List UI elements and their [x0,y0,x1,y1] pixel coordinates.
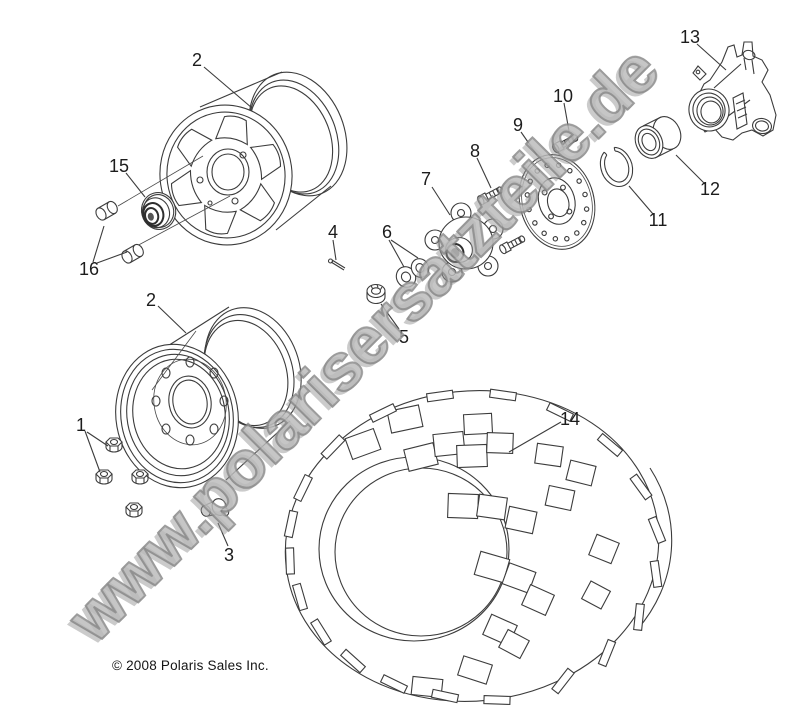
wheel-hub [425,203,503,282]
copyright-notice: © 2008 Polaris Sales Inc. [112,658,269,673]
callout-label-15: 15 [109,156,129,176]
callout-label-2-lower: 2 [146,290,156,310]
callout-label-2-upper: 2 [192,50,202,70]
alignment-lines [118,156,230,248]
callout-label-16: 16 [79,259,99,279]
callout-label-12: 12 [700,179,720,199]
castle-nut [367,285,385,304]
hub-cap [137,189,179,234]
snap-ring [595,144,638,191]
tread-blocks [345,405,619,698]
valve-stem [199,497,230,523]
callout-label-7: 7 [421,169,431,189]
callout-label-6: 6 [382,222,392,242]
callout-label-3: 3 [224,545,234,565]
callout-label-9: 9 [513,115,523,135]
bearing [630,112,686,163]
cast-wheel-rim [151,57,365,253]
callout-label-5: 5 [399,327,409,347]
callout-labels: 1 2 2 3 4 5 6 7 8 9 10 11 12 13 14 15 16 [76,27,720,565]
callout-label-10: 10 [553,86,573,106]
bearing-carrier [685,42,776,140]
washers [393,256,432,291]
callout-label-8: 8 [470,141,480,161]
leader-lines [85,44,726,546]
callout-label-13: 13 [680,27,700,47]
tread-edge-lugs [284,389,665,704]
cotter-pin [329,259,346,270]
callout-label-11: 11 [649,210,668,230]
callout-label-4: 4 [328,222,338,242]
steel-wheel-rim [104,294,317,497]
callout-label-14: 14 [560,409,580,429]
callout-label-1: 1 [76,415,86,435]
tire [270,372,674,712]
brake-disc [509,146,605,258]
